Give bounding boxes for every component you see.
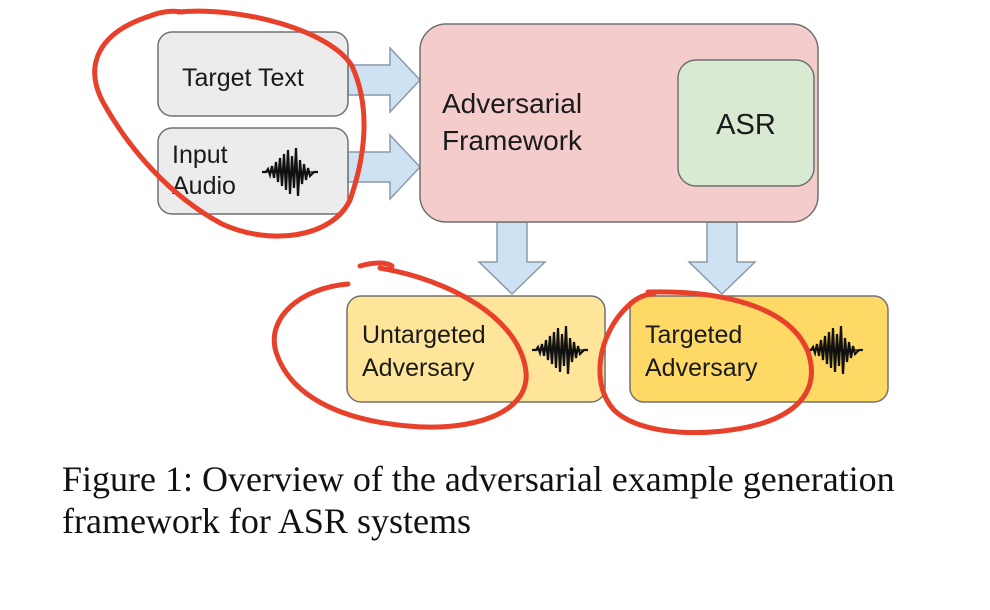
target-text-box <box>157 31 349 117</box>
untargeted-label-line1: Untargeted <box>362 321 486 349</box>
caption-line-1: Figure 1: Overview of the adversarial ex… <box>62 459 895 499</box>
input-audio-label-line1: Input <box>172 141 228 169</box>
arrow-target-text <box>347 46 422 114</box>
figure-caption: Figure 1: Overview of the adversarial ex… <box>62 458 990 542</box>
targeted-label-line2: Adversary <box>645 354 758 382</box>
annotation-circle-targeted <box>597 289 814 436</box>
target-text-label: Target Text <box>182 64 304 92</box>
asr-box <box>677 59 815 187</box>
caption-line-2: framework for ASR systems <box>62 501 471 541</box>
framework-diagram: Target Text Input Audio Adversarial Fram… <box>92 8 889 436</box>
targeted-label-line1: Targeted <box>645 321 742 349</box>
arrow-untargeted <box>477 221 547 296</box>
targeted-adversary-box <box>629 295 889 403</box>
input-audio-box <box>157 127 349 215</box>
framework-label-line1: Adversarial <box>442 88 582 119</box>
arrow-targeted <box>687 221 757 296</box>
framework-label-line2: Framework <box>442 125 583 156</box>
asr-label: ASR <box>716 109 776 141</box>
annotation-circle-untargeted <box>271 260 529 430</box>
untargeted-label-line2: Adversary <box>362 354 475 382</box>
annotation-circle-inputs <box>92 8 367 239</box>
